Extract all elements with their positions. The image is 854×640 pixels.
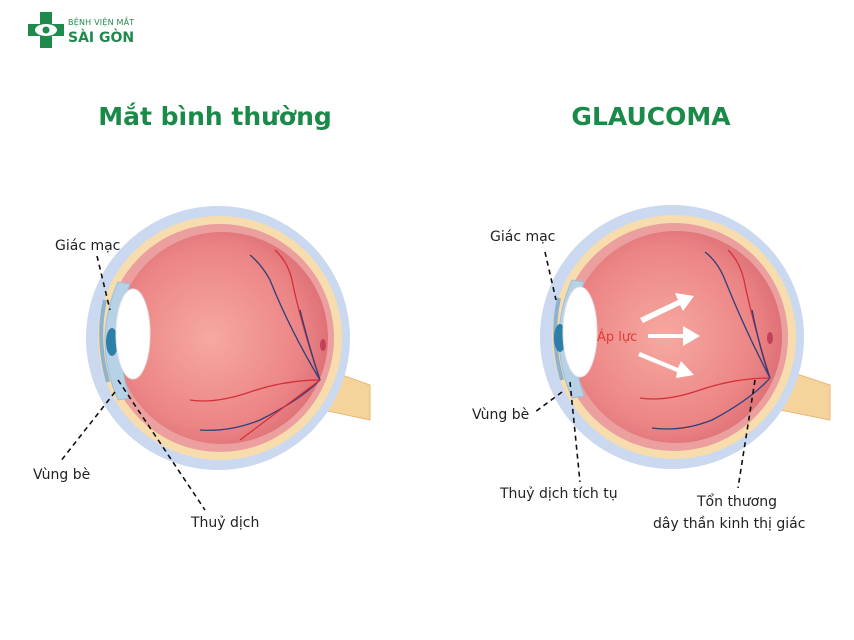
pressure-label: Áp lực [597,330,638,345]
brand-line1: BỆNH VIỆN MẮT [68,18,135,27]
normal-trabecular-label: Vùng bè [33,467,91,483]
normal-eye-leaders [59,255,206,511]
pressure-arrows [638,293,700,378]
normal-eye-title: Mắt bình thường [98,102,332,131]
optic-nerve-damage-label-line2: dây thần kinh thị giác [653,516,806,532]
optic-nerve-damage-label-line1: Tổn thương [697,494,778,510]
glaucoma-trabecular-label: Vùng bè [472,407,530,423]
eye-cross-icon [28,12,64,48]
normal-aqueous-label: Thuỷ dịch [191,515,260,531]
glaucoma-eye-illustration [540,205,831,469]
glaucoma-cornea-label: Giác mạc [490,229,556,245]
normal-cornea-label: Giác mạc [55,238,121,254]
normal-eye-illustration [86,206,371,470]
glaucoma-eye-leaders [534,251,756,489]
glaucoma-title: GLAUCOMA [571,102,731,131]
brand-logo: BỆNH VIỆN MẮT SÀI GÒN [28,12,148,52]
glaucoma-aqueous-label: Thuỷ dịch tích tụ [500,486,618,502]
brand-line2: SÀI GÒN [68,30,135,46]
